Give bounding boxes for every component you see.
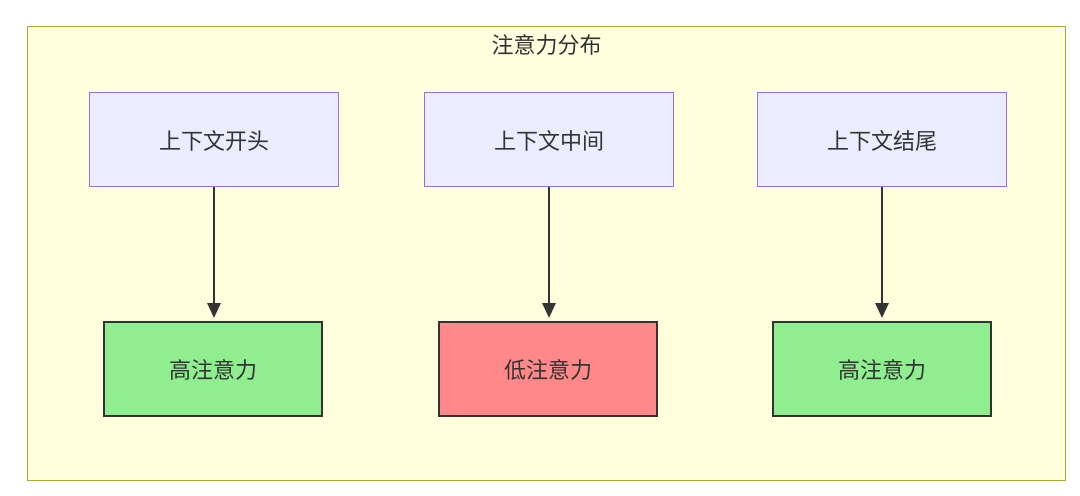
node-high-attention-left: 高注意力 [103, 321, 323, 417]
node-context-end: 上下文结尾 [757, 92, 1007, 187]
node-label: 上下文开头 [158, 128, 269, 154]
node-label: 上下文中间 [493, 128, 604, 154]
node-label: 高注意力 [168, 358, 257, 383]
diagram-title: 注意力分布 [491, 33, 602, 58]
node-low-attention-middle: 低注意力 [438, 321, 658, 417]
node-context-beginning: 上下文开头 [89, 92, 339, 187]
node-high-attention-right: 高注意力 [772, 321, 992, 417]
node-label: 高注意力 [837, 358, 926, 383]
node-label: 上下文结尾 [826, 128, 937, 154]
node-context-middle: 上下文中间 [424, 92, 674, 187]
node-label: 低注意力 [503, 358, 592, 383]
